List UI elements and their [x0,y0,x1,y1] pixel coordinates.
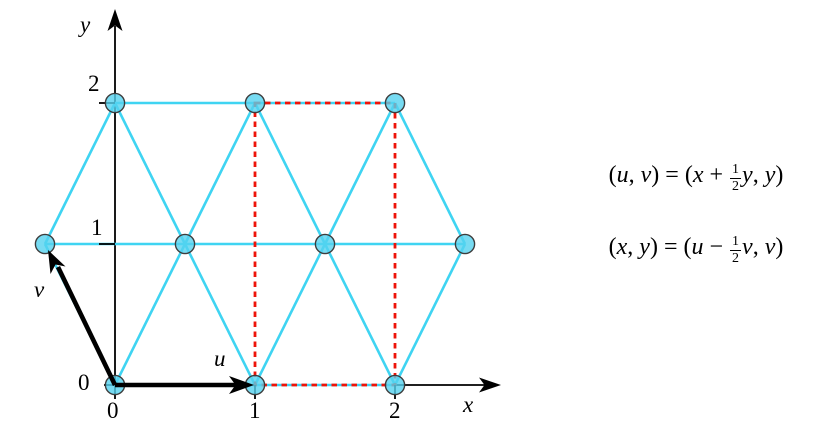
dashed-cell-rectangle [253,101,397,387]
lattice-edge [183,243,257,386]
lattice-edge [113,102,187,245]
lattice-edge [393,102,467,245]
lattice-edge [43,102,117,245]
lattice-node [104,92,126,114]
v-vector-arrowhead-icon [48,250,66,274]
lattice-edge [113,243,187,386]
lattice-node [244,92,266,114]
x-tick-label-0: 0 [107,398,119,423]
dashed-rectangle [253,101,397,387]
lattice-edge [253,243,327,386]
u-vector-label: u [214,346,226,371]
y-tick-label-0: 0 [78,370,90,395]
x-axis-arrowhead-icon [479,377,501,393]
basis-vectors [48,250,254,394]
x-axis-label: x [463,392,474,417]
lattice-node [384,92,406,114]
lattice-diagram [34,9,501,399]
lattice-edge [323,102,397,245]
x-tick-label-1: 1 [249,398,261,423]
lattice-node [384,374,406,396]
u-vector-arrowhead-icon [229,376,254,394]
axis-ticks [99,102,396,399]
axes [104,9,501,399]
lattice-edge [183,102,257,245]
y-axis-label: y [80,12,91,37]
lattice-node [174,233,196,255]
y-tick-label-1: 1 [91,215,103,240]
lattice-node [454,233,476,255]
lattice-edge [323,243,397,386]
y-tick-label-2: 2 [88,71,100,96]
lattice-edge [393,243,467,386]
lattice-node [34,233,56,255]
x-tick-label-2: 2 [389,398,401,423]
lattice-edge [253,102,327,245]
lattice-node [314,233,336,255]
v-vector-label: v [34,277,45,302]
y-axis-arrowhead-icon [107,9,123,31]
v-vector-line [55,265,118,387]
